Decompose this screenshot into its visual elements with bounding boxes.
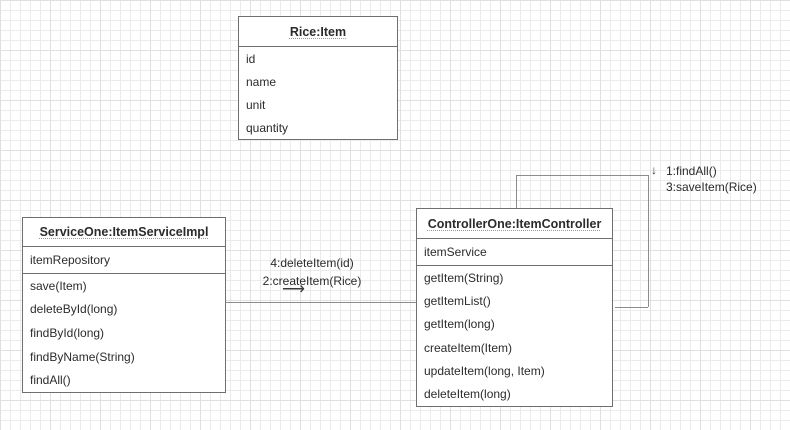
method-row[interactable]: getItem(String): [424, 270, 504, 285]
edge-label: 3:saveItem(Rice): [666, 180, 757, 194]
box-title-bar[interactable]: ControllerOne:ItemController: [417, 209, 612, 239]
method-row[interactable]: save(Item): [30, 278, 87, 293]
method-row[interactable]: createItem(Item): [424, 340, 513, 355]
edge-service-to-controller[interactable]: [225, 302, 416, 303]
method-rows: getItem(String) getItemList() getItem(lo…: [417, 266, 612, 406]
edge-labels-self-loop[interactable]: ↓ 1:findAll() 3:saveItem(Rice): [651, 163, 757, 195]
edge-label: 2:createItem(Rice): [262, 274, 362, 288]
self-loop-edge-segment[interactable]: [615, 307, 648, 308]
object-box-controllerone[interactable]: ControllerOne:ItemController itemService…: [416, 208, 613, 407]
method-row[interactable]: getItem(long): [424, 317, 495, 332]
edge-label: 1:findAll(): [666, 164, 717, 178]
method-row[interactable]: deleteItem(long): [424, 387, 511, 402]
box-title-text: ControllerOne:ItemController: [427, 216, 602, 231]
method-row[interactable]: findAll(): [30, 373, 71, 388]
field-row[interactable]: quantity: [246, 120, 289, 135]
method-row[interactable]: findById(long): [30, 325, 105, 340]
edge-label-lines: 1:findAll() 3:saveItem(Rice): [666, 163, 757, 195]
self-loop-edge-segment[interactable]: [516, 175, 517, 208]
box-title-text: ServiceOne:ItemServiceImpl: [39, 225, 209, 239]
edge-label: 4:deleteItem(id): [270, 256, 354, 270]
method-row[interactable]: findByName(String): [30, 349, 135, 364]
field-row[interactable]: id: [246, 51, 256, 66]
edge-labels-service-controller[interactable]: 4:deleteItem(id) 2:createItem(Rice): [232, 254, 392, 290]
self-loop-edge-segment[interactable]: [516, 175, 649, 176]
method-row[interactable]: getItemList(): [424, 293, 491, 308]
self-loop-edge-segment[interactable]: [648, 175, 649, 307]
right-arrow-icon: ⟶: [282, 281, 305, 298]
attribute-row[interactable]: itemRepository: [23, 247, 225, 274]
method-row[interactable]: updateItem(long, Item): [424, 363, 545, 378]
object-box-serviceone[interactable]: ServiceOne:ItemServiceImpl itemRepositor…: [22, 217, 226, 393]
field-row[interactable]: unit: [246, 97, 266, 112]
field-row[interactable]: name: [246, 74, 277, 89]
attribute-row[interactable]: itemService: [417, 239, 612, 266]
object-box-rice-item[interactable]: Rice:Item id name unit quantity: [238, 16, 398, 140]
method-row[interactable]: deleteById(long): [30, 302, 118, 317]
box-title-bar[interactable]: Rice:Item: [239, 17, 397, 47]
method-rows: save(Item) deleteById(long) findById(lon…: [23, 274, 225, 392]
field-rows: id name unit quantity: [239, 47, 397, 139]
down-arrow-icon: ↓: [651, 163, 657, 177]
box-title-text: Rice:Item: [289, 24, 347, 39]
box-title-bar[interactable]: ServiceOne:ItemServiceImpl: [23, 218, 225, 247]
